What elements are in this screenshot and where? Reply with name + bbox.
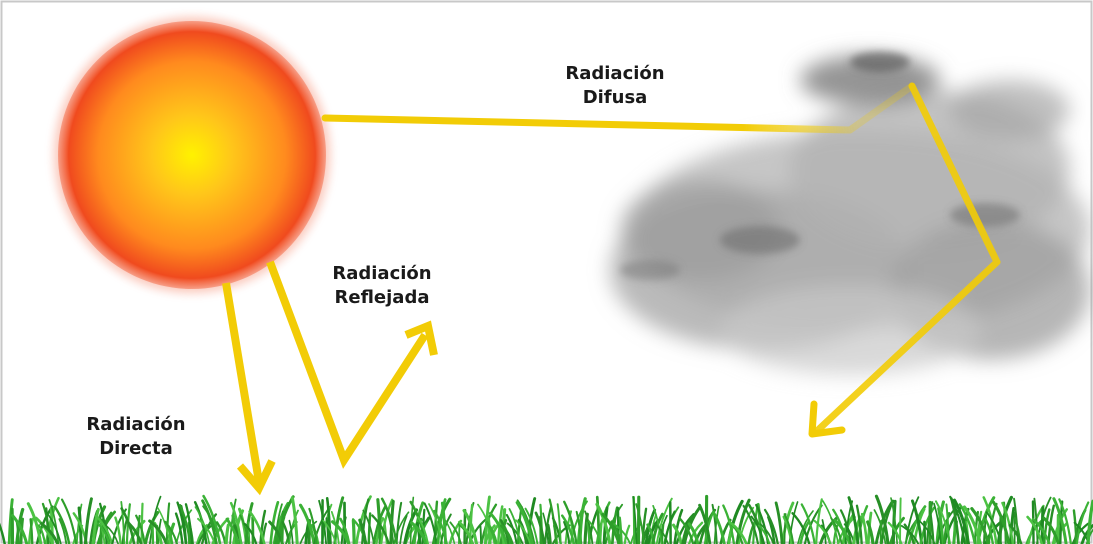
cloud-shadow-detail (620, 52, 1020, 280)
direct-ray (222, 282, 276, 496)
label-difusa-line1: Radiación (565, 63, 665, 84)
label-reflejada-line2: Reflejada (334, 287, 430, 308)
label-reflejada-line1: Radiación (332, 263, 432, 284)
cloud-icon (610, 55, 1090, 375)
diffuse-ray (321, 82, 1001, 438)
reflected-ray (266, 260, 438, 469)
grass-icon (0, 494, 1093, 544)
label-difusa-line2: Difusa (582, 87, 648, 108)
label-radiacion-directa: Radiación Directa (66, 413, 206, 461)
sun-icon (52, 15, 332, 295)
label-radiacion-difusa: Radiación Difusa (545, 62, 685, 110)
label-directa-line2: Directa (99, 438, 173, 459)
label-directa-line1: Radiación (86, 414, 186, 435)
label-radiacion-reflejada: Radiación Reflejada (312, 262, 452, 310)
